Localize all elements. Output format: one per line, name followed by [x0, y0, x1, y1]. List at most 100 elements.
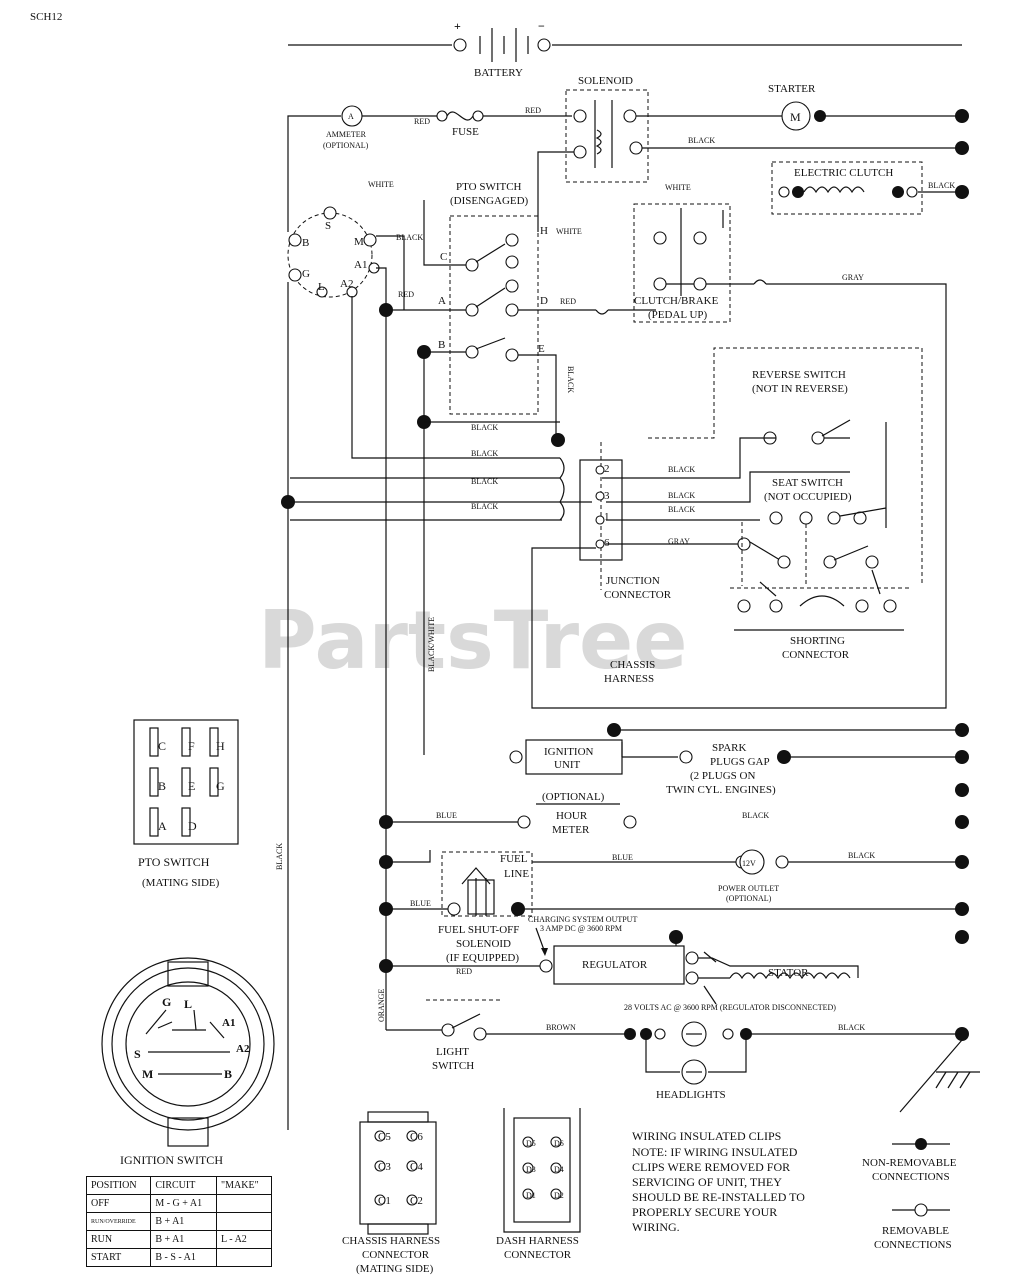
ignition-position-table: POSITION CIRCUIT "MAKE" OFF M - G + A1 R… — [85, 1176, 272, 1267]
chassis-harness-label-2: HARNESS — [604, 673, 654, 685]
svg-text:C2: C2 — [410, 1195, 423, 1207]
svg-text:RED: RED — [398, 290, 414, 299]
legend-removable: REMOVABLE CONNECTIONS — [874, 1203, 952, 1251]
dash-conn-label-1: DASH HARNESS — [496, 1235, 579, 1247]
svg-text:M: M — [354, 236, 364, 248]
fuel-shutoff-label-2: SOLENOID — [456, 938, 511, 950]
battery-negative-terminal — [537, 38, 551, 52]
table-row: RUN/OVERRIDE B + A1 — [85, 1212, 272, 1231]
svg-text:C4: C4 — [410, 1161, 423, 1173]
svg-text:C3: C3 — [378, 1161, 391, 1173]
headlights-label: HEADLIGHTS — [656, 1089, 726, 1101]
hour-meter-label-1: HOUR — [556, 810, 588, 822]
chassis-conn-label-1: CHASSIS HARNESS — [342, 1235, 440, 1247]
fuse-symbol — [446, 111, 474, 121]
pedal-up-label: (PEDAL UP) — [648, 309, 708, 321]
note-line-6: PROPERLY SECURE YOUR — [632, 1205, 777, 1219]
svg-text:BLACK/WHITE: BLACK/WHITE — [427, 617, 436, 672]
svg-text:D: D — [188, 819, 197, 833]
solenoid-box — [565, 89, 649, 183]
fuel-line-label-2: LINE — [504, 868, 529, 880]
svg-text:G: G — [302, 268, 310, 280]
svg-text:B: B — [224, 1067, 232, 1081]
svg-text:BLACK: BLACK — [471, 477, 498, 486]
electric-clutch-box — [771, 161, 923, 215]
spark-label-4: TWIN CYL. ENGINES) — [666, 784, 776, 796]
power-outlet-label-1: POWER OUTLET — [718, 884, 779, 893]
svg-text:D6: D6 — [554, 1139, 564, 1148]
svg-text:H: H — [540, 225, 548, 237]
ignition-unit-label-1: IGNITION — [544, 746, 594, 758]
svg-text:BLACK: BLACK — [848, 851, 875, 860]
svg-text:BLACK: BLACK — [275, 843, 284, 870]
fuel-shutoff-label-1: FUEL SHUT-OFF — [438, 924, 519, 936]
dash-conn-label-2: CONNECTOR — [504, 1249, 572, 1261]
note-line-7: WIRING. — [632, 1220, 680, 1234]
reverse-switch-box — [648, 347, 923, 586]
power-outlet-label-2: (OPTIONAL) — [726, 894, 772, 903]
hour-meter-label-2: METER — [552, 824, 590, 836]
svg-text:RED: RED — [525, 106, 541, 115]
svg-text:BLACK: BLACK — [742, 811, 769, 820]
spark-label-1: SPARK — [712, 742, 747, 754]
svg-text:RED: RED — [456, 967, 472, 976]
pto-mating-label-1: PTO SWITCH — [138, 855, 210, 869]
svg-text:BLACK: BLACK — [688, 136, 715, 145]
svg-text:12V: 12V — [742, 859, 756, 868]
pto-switch-box — [449, 215, 539, 415]
svg-text:C1: C1 — [378, 1195, 391, 1207]
light-switch-label-1: LIGHT — [436, 1046, 469, 1058]
svg-text:M: M — [790, 110, 801, 124]
svg-text:BLACK: BLACK — [668, 465, 695, 474]
svg-text:BLACK: BLACK — [396, 233, 423, 242]
not-occupied-label: (NOT OCCUPIED) — [764, 491, 852, 503]
svg-text:A1: A1 — [354, 259, 367, 271]
svg-text:D2: D2 — [554, 1191, 564, 1200]
dash-harness-connector: D5 D6 D3 D4 D1 D2 — [503, 1108, 581, 1233]
svg-text:S: S — [325, 220, 331, 232]
svg-text:NON-REMOVABLE: NON-REMOVABLE — [862, 1157, 957, 1169]
chassis-harness-label-1: CHASSIS — [610, 659, 655, 671]
chassis-conn-label-2: CONNECTOR — [362, 1249, 430, 1261]
svg-text:B: B — [438, 339, 445, 351]
svg-text:G: G — [216, 779, 225, 793]
pto-mating-label-2: (MATING SIDE) — [142, 877, 220, 889]
note-line-3: CLIPS WERE REMOVED FOR — [632, 1160, 790, 1174]
svg-text:C: C — [158, 739, 166, 753]
svg-text:D5: D5 — [526, 1139, 536, 1148]
ground-icon — [935, 1071, 980, 1089]
svg-text:BLACK: BLACK — [566, 366, 575, 393]
stator-label: STATOR — [768, 967, 809, 979]
not-in-reverse-label: (NOT IN REVERSE) — [752, 383, 848, 395]
stator-coil — [729, 972, 851, 980]
pto-switch-label: PTO SWITCH — [456, 181, 522, 193]
svg-text:BLACK: BLACK — [668, 505, 695, 514]
doc-id: SCH12 — [30, 11, 62, 23]
svg-text:BROWN: BROWN — [546, 1023, 576, 1032]
svg-text:REMOVABLE: REMOVABLE — [882, 1225, 949, 1237]
chassis-harness-connector: C5 C6 C3 C4 C1 C2 — [359, 1111, 437, 1235]
ground-wire — [899, 1039, 963, 1113]
svg-text:M: M — [142, 1067, 153, 1081]
note-line-4: SERVICING OF UNIT, THEY — [632, 1175, 782, 1189]
svg-text:A: A — [158, 819, 167, 833]
svg-text:CONNECTIONS: CONNECTIONS — [872, 1171, 950, 1183]
svg-text:A2: A2 — [236, 1043, 250, 1055]
svg-text:WHITE: WHITE — [665, 183, 691, 192]
battery-minus-sign: − — [538, 19, 545, 33]
svg-text:WHITE: WHITE — [368, 180, 394, 189]
hour-meter-optional: (OPTIONAL) — [542, 791, 605, 803]
svg-text:6: 6 — [604, 537, 610, 549]
svg-text:H: H — [216, 739, 225, 753]
svg-text:A1: A1 — [222, 1017, 235, 1029]
svg-text:E: E — [188, 779, 195, 793]
shorting-label-2: CONNECTOR — [782, 649, 850, 661]
clutch-brake-label: CLUTCH/BRAKE — [634, 295, 719, 307]
right-edge-terminals — [955, 109, 969, 1041]
svg-text:B: B — [302, 237, 309, 249]
electric-clutch-label: ELECTRIC CLUTCH — [794, 167, 893, 179]
svg-text:D4: D4 — [554, 1165, 564, 1174]
svg-text:1: 1 — [604, 511, 610, 523]
